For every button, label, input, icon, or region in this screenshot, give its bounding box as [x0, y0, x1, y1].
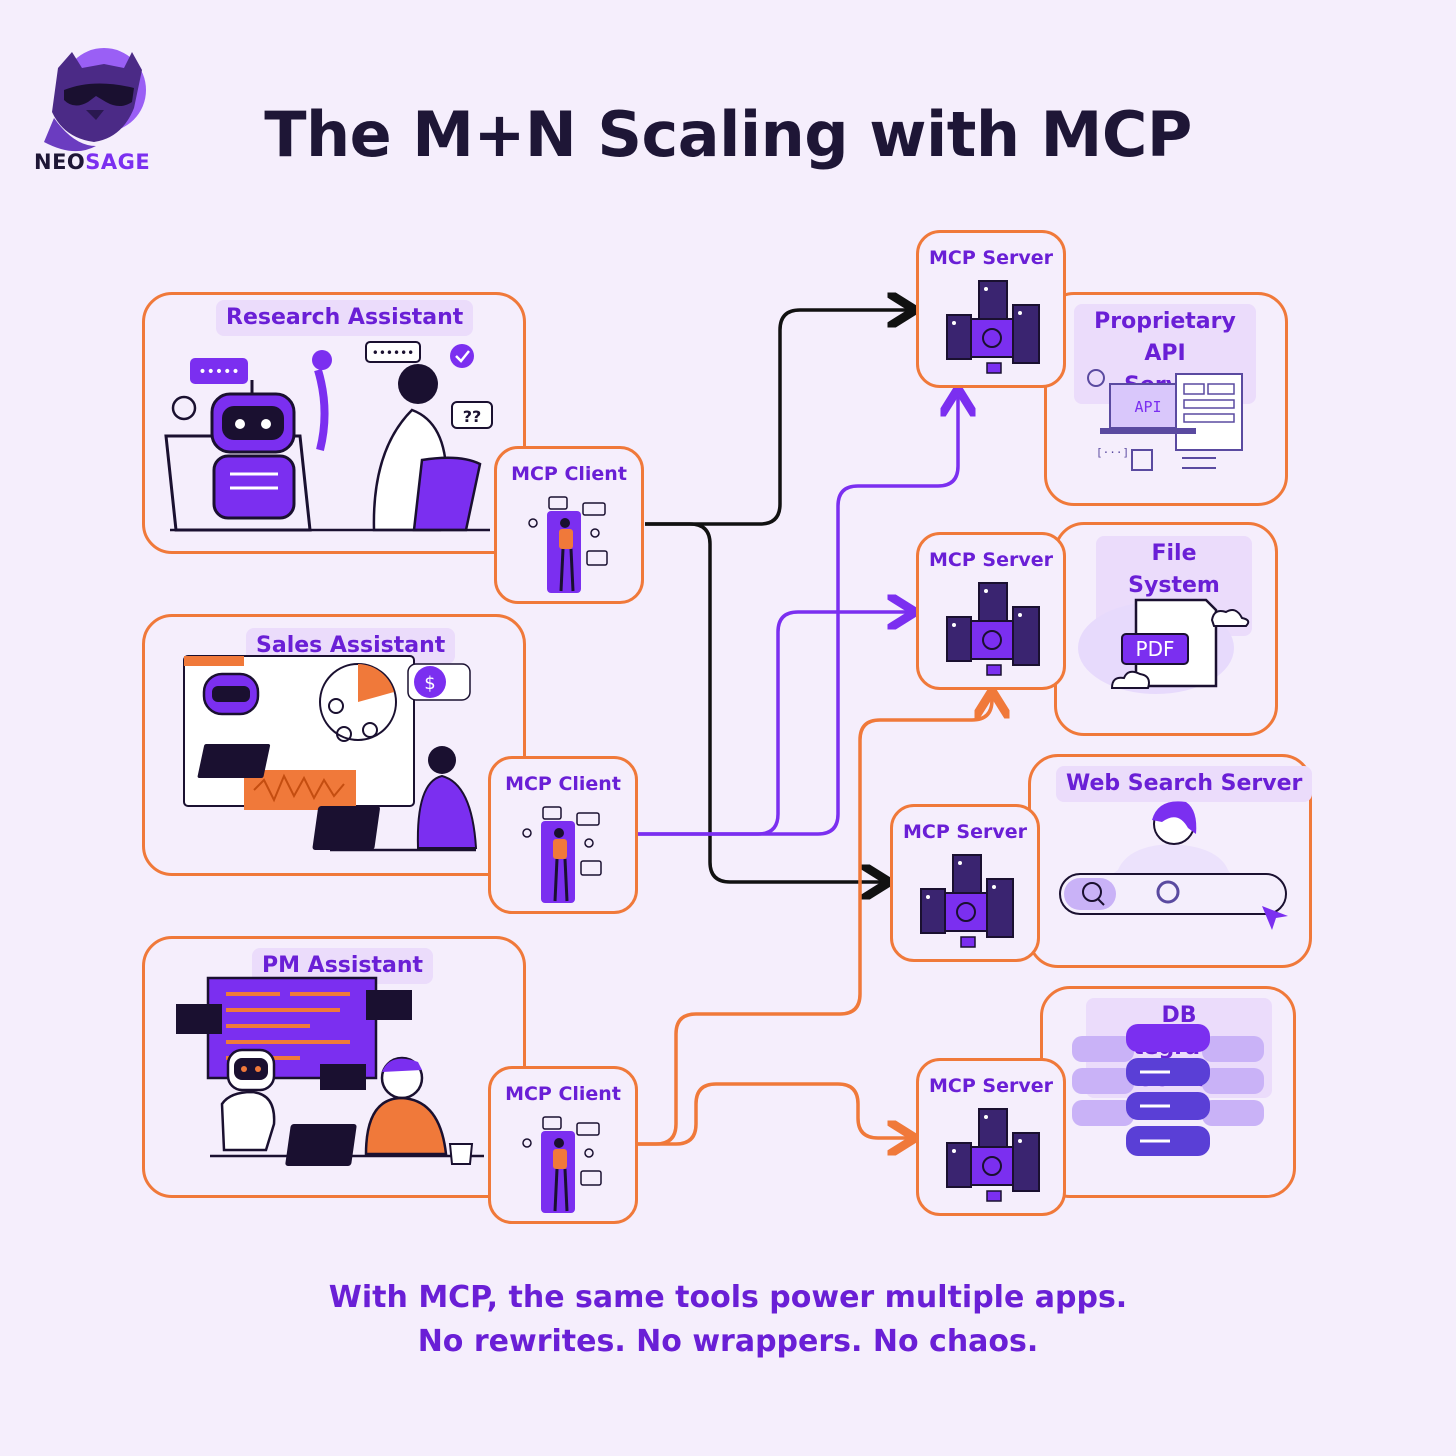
- footer-line-1: With MCP, the same tools power multiple …: [328, 1280, 1128, 1315]
- pm-kanban-illustration: [176, 976, 484, 1166]
- web-search-server-label: Web Search Server: [1056, 766, 1313, 802]
- server-rack-icon: [946, 582, 1040, 676]
- client-dashboard-icon: [528, 496, 608, 593]
- mcp-server-4[interactable]: MCP Server: [916, 1058, 1066, 1216]
- server-rack-icon: [946, 280, 1040, 374]
- server-rack-icon: [920, 854, 1014, 948]
- pdf-document-illustration: PDF: [1078, 598, 1250, 694]
- mcp-server-label: MCP Server: [903, 821, 1027, 843]
- connector-sales-to-api: [638, 392, 958, 836]
- server-label-line1: File System: [1128, 541, 1220, 598]
- research-mcp-client[interactable]: MCP Client: [494, 446, 644, 604]
- sales-mcp-client[interactable]: MCP Client: [488, 756, 638, 914]
- database-stack-illustration: [1072, 1024, 1264, 1156]
- svg-text:•••••: •••••: [198, 364, 239, 380]
- connector-research-to-websearch: [645, 522, 886, 882]
- server-label-line1: Proprietary API: [1094, 309, 1236, 366]
- research-assistant-label: Research Assistant: [216, 300, 474, 336]
- mcp-client-label: MCP Client: [505, 1083, 621, 1105]
- connector-pm-to-db: [638, 1082, 912, 1144]
- svg-text:••••••: ••••••: [372, 346, 414, 360]
- server-rack-icon: [946, 1108, 1040, 1202]
- mcp-server-label: MCP Server: [929, 1075, 1053, 1097]
- connector-sales-to-filesystem: [638, 612, 912, 836]
- svg-text:$: $: [424, 673, 435, 694]
- robot-and-person-chat-illustration: ••••• •••••• ??: [164, 341, 493, 532]
- pdf-text: PDF: [1136, 637, 1175, 661]
- api-text: API: [1134, 398, 1161, 416]
- client-dashboard-icon: [522, 1116, 602, 1213]
- web-search-illustration: [1059, 801, 1288, 930]
- mcp-server-3[interactable]: MCP Server: [890, 804, 1040, 962]
- mcp-server-label: MCP Server: [929, 549, 1053, 571]
- logo-wordmark: NEOSAGE: [34, 150, 151, 174]
- mcp-client-label: MCP Client: [505, 773, 621, 795]
- owl-icon: [44, 48, 146, 152]
- mcp-server-label: MCP Server: [929, 247, 1053, 269]
- logo: [34, 38, 146, 178]
- svg-text:[···]: [···]: [1096, 446, 1129, 459]
- footer-line-2: No rewrites. No wrappers. No chaos.: [417, 1324, 1039, 1359]
- client-dashboard-icon: [522, 806, 602, 903]
- mcp-server-1[interactable]: MCP Server: [916, 230, 1066, 388]
- connector-research-to-api: [645, 310, 912, 526]
- mcp-client-label: MCP Client: [511, 463, 627, 485]
- page-title: The M+N Scaling with MCP: [264, 98, 1192, 171]
- svg-text:??: ??: [463, 407, 482, 426]
- sales-dashboard-illustration: $: [183, 655, 478, 852]
- api-illustration: API [···]: [1087, 369, 1243, 471]
- mcp-server-2[interactable]: MCP Server: [916, 532, 1066, 690]
- pm-mcp-client[interactable]: MCP Client: [488, 1066, 638, 1224]
- connector-pm-to-filesystem: [638, 694, 992, 1146]
